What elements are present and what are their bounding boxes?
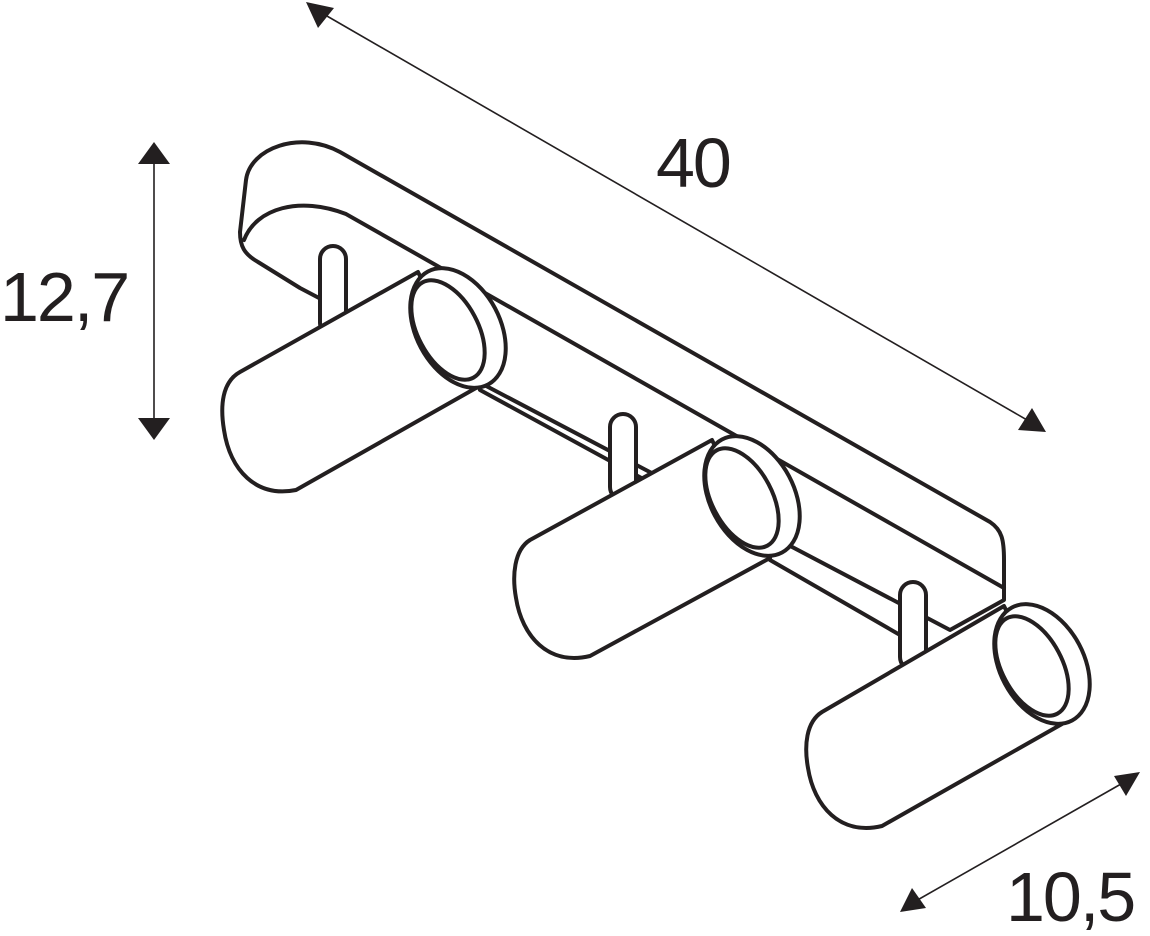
- arrowhead-icon: [138, 142, 170, 164]
- arrowhead-icon: [1114, 772, 1140, 796]
- depth-dimension-label: 10,5: [1006, 858, 1136, 936]
- height-dimension-line: [138, 142, 170, 440]
- arrowhead-icon: [1018, 408, 1046, 432]
- spotlight-1: [220, 244, 508, 494]
- length-dimension-line: [306, 2, 1046, 432]
- arrowhead-icon: [900, 888, 926, 912]
- spotlight-2: [512, 412, 802, 660]
- spotlight-3: [804, 580, 1092, 830]
- arrowhead-icon: [306, 2, 334, 28]
- height-dimension-label: 12,7: [0, 258, 130, 336]
- depth-dimension-line: [900, 772, 1140, 912]
- length-dimension-label: 40: [656, 124, 732, 202]
- mounting-bar: [238, 140, 1006, 686]
- arrowhead-icon: [138, 418, 170, 440]
